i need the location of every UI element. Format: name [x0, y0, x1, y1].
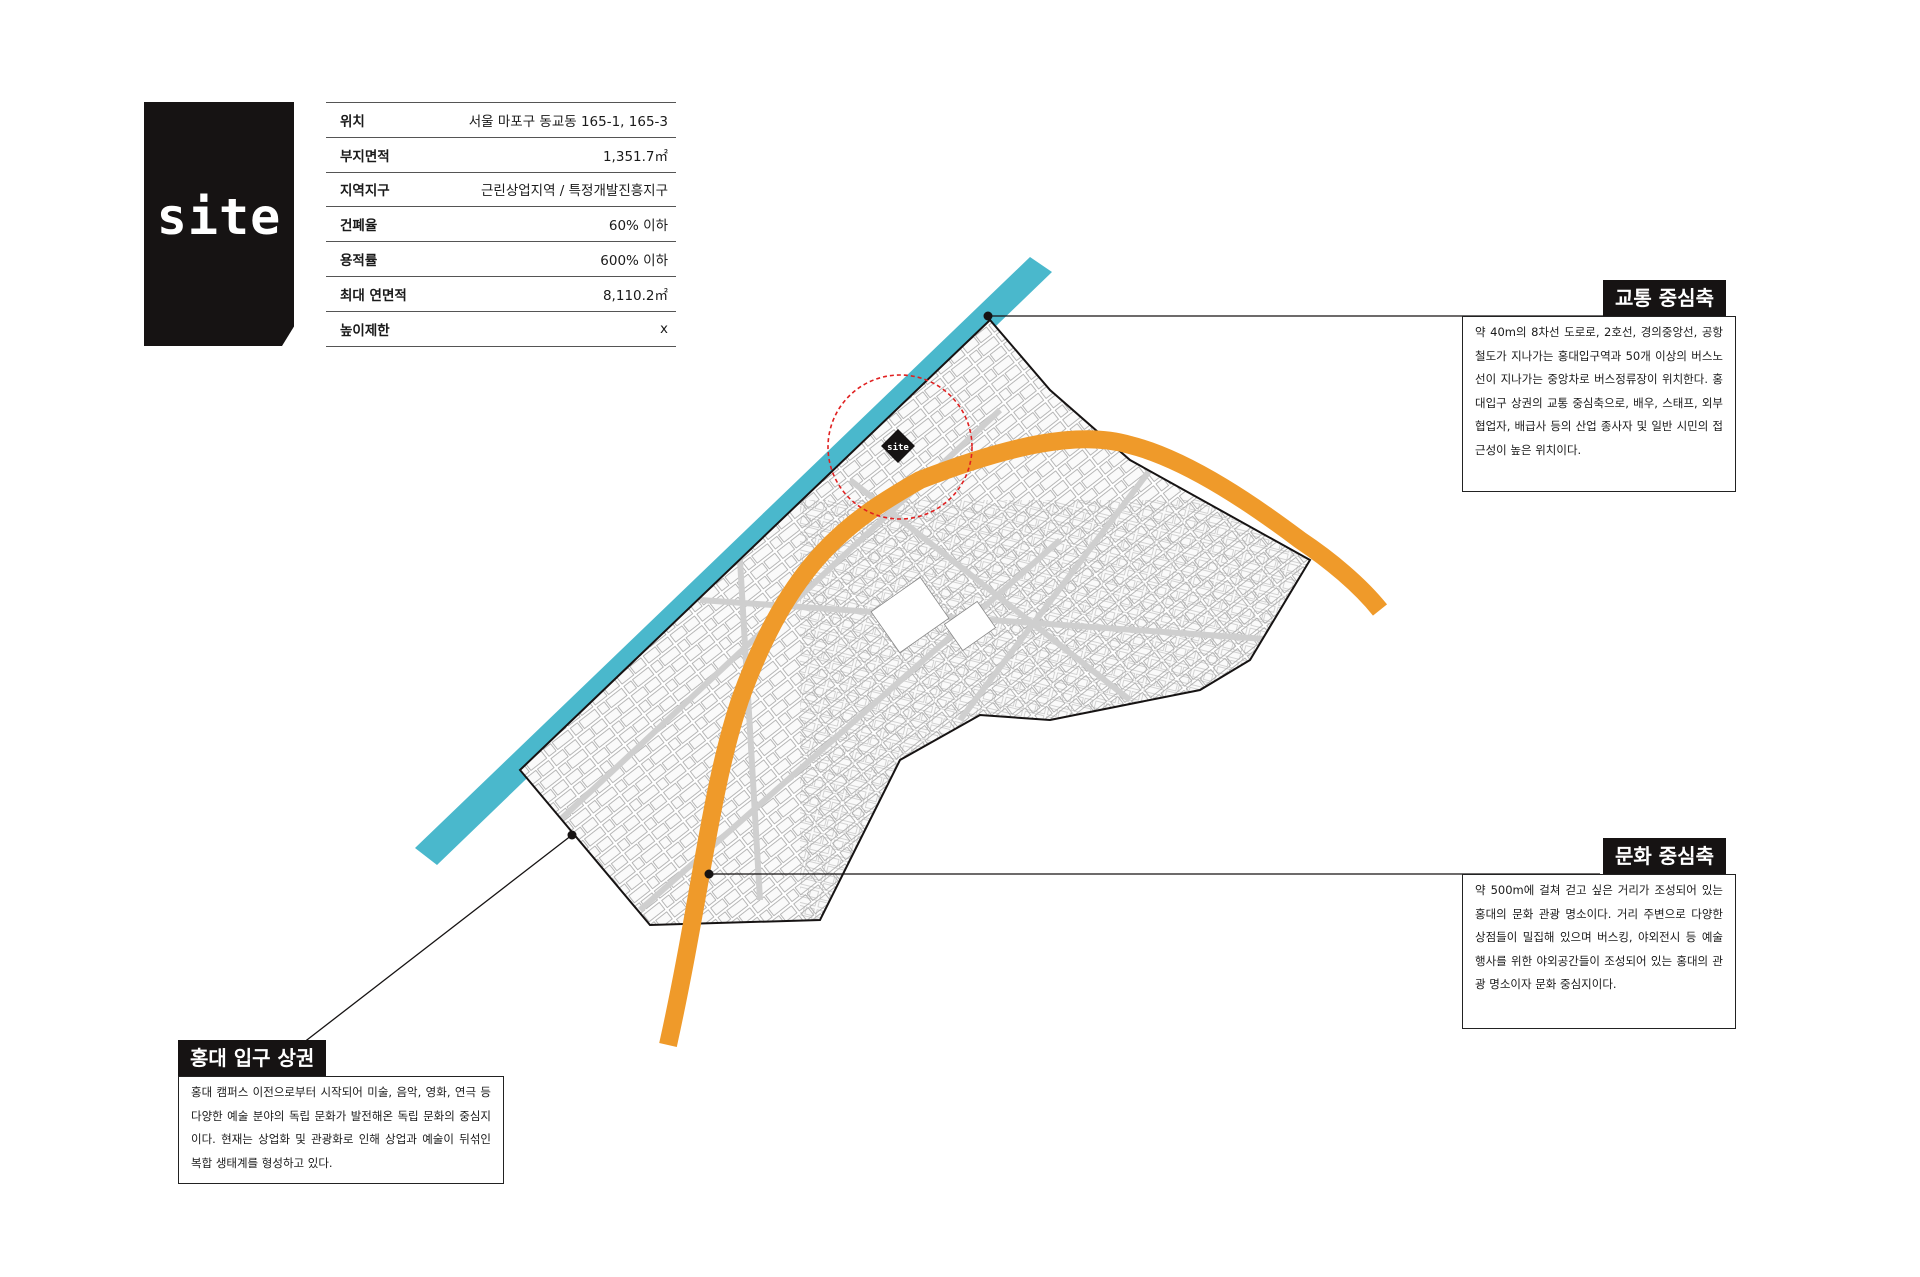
site-info-key: 위치: [326, 102, 429, 138]
transport-axis-road: [415, 257, 1052, 865]
site-info-row: 높이제한 x: [326, 310, 676, 347]
hongdae-leader-dot: [567, 830, 577, 840]
site-info-key: 높이제한: [326, 310, 429, 347]
site-info-row: 최대 연면적 8,110.2㎡: [326, 275, 676, 312]
site-info-key: 용적률: [326, 241, 429, 277]
site-highlight-circle: [827, 374, 973, 520]
site-info-key: 지역지구: [326, 171, 429, 207]
site-info-row: 용적률 600% 이하: [326, 241, 676, 277]
site-info-key: 최대 연면적: [326, 275, 429, 312]
transport-callout-title: 교통 중심축: [1603, 280, 1726, 316]
site-info-value: 60% 이하: [428, 206, 676, 242]
site-info-row: 건폐율 60% 이하: [326, 206, 676, 242]
site-badge: site: [144, 102, 294, 346]
site-info-row: 부지면적 1,351.7㎡: [326, 136, 676, 173]
site-info-value: 8,110.2㎡: [428, 275, 676, 312]
site-info-value: 근린상업지역 / 특정개발진흥지구: [428, 171, 676, 207]
site-badge-label: site: [156, 188, 282, 246]
transport-callout-text: 약 40m의 8차선 도로로, 2호선, 경의중앙선, 공항철도가 지나가는 홍…: [1462, 316, 1736, 492]
transport-leader-dot: [983, 311, 993, 321]
hongdae-leader-line: [302, 834, 573, 1044]
site-marker-label: site: [887, 442, 909, 453]
site-info-row: 지역지구 근린상업지역 / 특정개발진흥지구: [326, 171, 676, 207]
site-info-value: 600% 이하: [428, 241, 676, 277]
culture-axis-street: [659, 430, 1388, 1047]
culture-leader-dot: [704, 869, 714, 879]
culture-callout-text: 약 500m에 걸쳐 걷고 싶은 거리가 조성되어 있는 홍대의 문화 관광 명…: [1462, 874, 1736, 1029]
hongdae-callout-title: 홍대 입구 상권: [178, 1040, 327, 1076]
site-info-table: 위치 서울 마포구 동교동 165-1, 165-3 부지면적 1,351.7㎡…: [326, 102, 676, 347]
hongdae-callout-text: 홍대 캠퍼스 이전으로부터 시작되어 미술, 음악, 영화, 연극 등 다양한 …: [178, 1076, 504, 1184]
site-info-value: x: [428, 310, 676, 347]
site-info-value: 서울 마포구 동교동 165-1, 165-3: [428, 102, 676, 138]
urban-fabric: [518, 318, 1312, 927]
culture-callout-title: 문화 중심축: [1603, 838, 1726, 874]
site-info-key: 부지면적: [326, 136, 429, 173]
site-marker: site: [881, 429, 915, 463]
site-info-key: 건폐율: [326, 206, 429, 242]
site-info-row: 위치 서울 마포구 동교동 165-1, 165-3: [326, 102, 676, 138]
site-info-value: 1,351.7㎡: [428, 136, 676, 173]
